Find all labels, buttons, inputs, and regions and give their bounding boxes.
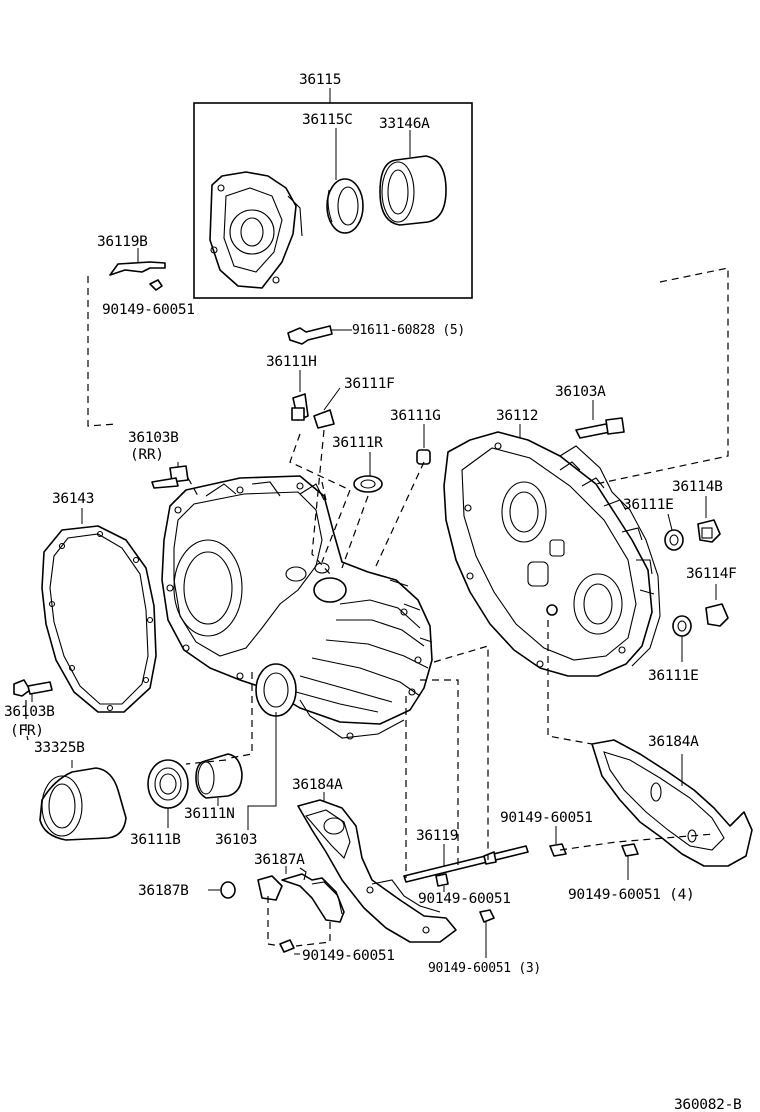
label-90149-sensor: 90149-60051	[302, 948, 395, 964]
label-36111e-b: 36111E	[648, 668, 699, 684]
label-36103b-fr: 36103B	[4, 704, 55, 720]
bearing-part[interactable]	[379, 130, 447, 226]
label-36103b-rr: 36103B	[128, 430, 179, 446]
ring-36111e-b-part[interactable]	[672, 615, 692, 662]
label-36111n: 36111N	[184, 806, 235, 822]
label-91611: 91611-60828 (5)	[352, 323, 465, 338]
label-36115: 36115	[299, 72, 341, 88]
label-36111b: 36111B	[130, 832, 181, 848]
part-labels: 36115 36115C 33146A 36119B 90149-60051 9…	[4, 72, 742, 1112]
label-36114b: 36114B	[672, 479, 723, 495]
label-36119b: 36119B	[97, 234, 148, 250]
retainer-part[interactable]	[209, 171, 303, 289]
cover-36184a-center-part[interactable]	[297, 792, 457, 943]
bushing-33325b-part[interactable]	[39, 760, 127, 841]
oring-36187b-part[interactable]	[208, 881, 236, 899]
oil-seal-part[interactable]	[326, 128, 364, 234]
bolt-90149-sensor-part[interactable]	[279, 939, 300, 955]
sensor-36187a-part[interactable]	[257, 866, 345, 923]
label-36111f: 36111F	[344, 376, 395, 392]
seal-36111b-part[interactable]	[147, 759, 189, 828]
label-90149-3: 90149-60051 (3)	[428, 961, 541, 976]
ring-36111r-part[interactable]	[353, 452, 383, 493]
label-36112: 36112	[496, 408, 538, 424]
label-36111e-a: 36111E	[623, 497, 674, 513]
label-fr: (FR)	[10, 723, 44, 739]
label-33325b: 33325B	[34, 740, 85, 756]
plug-36111g-part[interactable]	[416, 424, 431, 465]
label-90149-mid: 90149-60051	[418, 891, 511, 907]
label-36111r: 36111R	[332, 435, 383, 451]
label-36115c: 36115C	[302, 112, 353, 128]
sleeve-36111n-part[interactable]	[195, 753, 243, 806]
plug-36114f-part[interactable]	[705, 584, 729, 627]
gasket-36143-part[interactable]	[41, 508, 157, 713]
label-36187a: 36187A	[254, 852, 305, 868]
plug-36114b-part[interactable]	[697, 496, 721, 543]
label-90149-rod: 90149-60051	[500, 810, 593, 826]
rod-36119-part[interactable]	[403, 844, 529, 883]
cover-36184a-right-part[interactable]	[591, 739, 753, 867]
label-36143: 36143	[52, 491, 94, 507]
label-rr: (RR)	[130, 447, 164, 463]
label-36119: 36119	[416, 828, 458, 844]
plug-36111f-part[interactable]	[313, 387, 341, 429]
bolt-36103a-part[interactable]	[575, 400, 625, 439]
label-36187b: 36187B	[138, 883, 189, 899]
label-36111g: 36111G	[390, 408, 441, 424]
bolt-91611-part[interactable]	[287, 325, 352, 345]
assembly-box	[193, 102, 473, 299]
plug-36111h-part[interactable]	[291, 370, 309, 421]
bolt-36103b-rr-part[interactable]	[151, 462, 189, 489]
bolt-90149-cover-part[interactable]	[621, 843, 639, 880]
bracket-36119b-part[interactable]	[109, 248, 166, 291]
bolt-36103b-fr-part[interactable]	[13, 679, 53, 702]
dashed-reference-lines	[25, 267, 729, 947]
case-36112-part[interactable]	[443, 424, 661, 677]
bolt-90149-lower-part[interactable]	[479, 909, 495, 958]
label-36111h: 36111H	[266, 354, 317, 370]
label-33146a: 33146A	[379, 116, 430, 132]
bolt-90149-mid-part[interactable]	[435, 873, 449, 892]
label-90149-cover-4: 90149-60051 (4)	[568, 887, 694, 903]
ring-36111e-a-part[interactable]	[664, 513, 684, 551]
leader-36103	[247, 712, 277, 830]
label-36114f: 36114F	[686, 566, 737, 582]
label-36184a-center: 36184A	[292, 777, 343, 793]
bolt-90149-rod-part[interactable]	[549, 826, 567, 857]
label-36103: 36103	[215, 832, 257, 848]
figure-code: 360082-B	[674, 1097, 742, 1112]
part-36115-group	[193, 88, 473, 299]
label-36184a-right: 36184A	[648, 734, 699, 750]
label-90149-top: 90149-60051	[102, 302, 195, 318]
label-36103a: 36103A	[555, 384, 606, 400]
case-36103-part[interactable]	[161, 475, 433, 740]
